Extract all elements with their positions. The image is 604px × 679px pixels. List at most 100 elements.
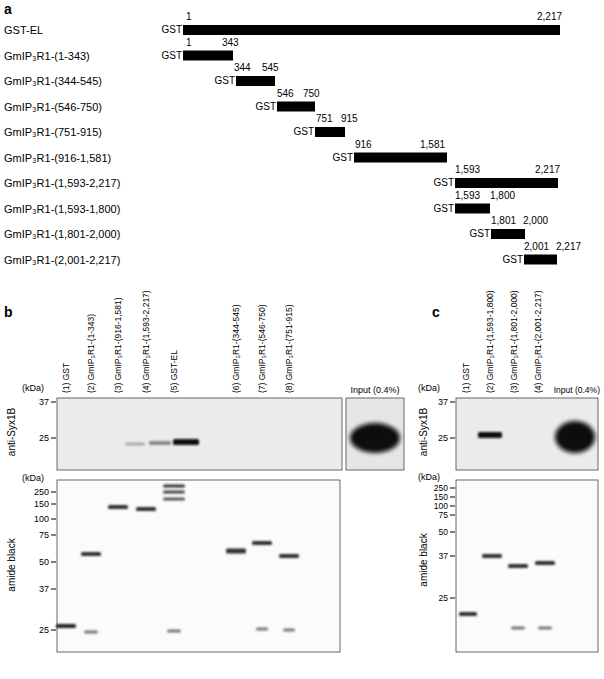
- residue-number: 343: [222, 38, 239, 48]
- residue-number: 1,581: [420, 140, 445, 150]
- lane-label: (1) GST: [462, 363, 471, 393]
- unit-label: (kDa): [22, 474, 44, 483]
- blot-panel: [456, 480, 598, 652]
- tag-label: GST: [161, 51, 182, 61]
- residue-number: 750: [303, 89, 320, 99]
- gel-band: [136, 507, 156, 511]
- marker-size: 37: [439, 552, 448, 561]
- marker-size: 75: [39, 531, 49, 540]
- gel-band: [279, 554, 299, 558]
- marker-size: 37: [438, 398, 448, 407]
- lane-label: (7) GmIP₃R1-(546-750): [258, 305, 267, 394]
- marker-tick: [51, 519, 56, 520]
- gel-band: [538, 627, 552, 630]
- lane-label: (1) GST: [62, 363, 71, 393]
- tag-label: GST: [433, 178, 454, 188]
- gel-band: [535, 561, 555, 565]
- marker-size: 25: [438, 434, 448, 443]
- gel-band: [125, 443, 145, 446]
- construct-name: GmIP₃R1-(546-750): [4, 101, 102, 112]
- residue-number: 2,217: [556, 242, 581, 252]
- axis-label: amide black: [7, 538, 17, 591]
- residue-number: 1,801: [491, 216, 516, 226]
- blot-panel: [57, 480, 340, 652]
- input-band: [555, 421, 595, 453]
- marker-size: 25: [39, 626, 49, 635]
- marker-size: 50: [439, 528, 448, 537]
- construct-bar: [354, 153, 447, 163]
- construct-bar: [315, 127, 345, 137]
- residue-number: 344: [234, 63, 251, 73]
- construct-name: GmIP₃R1-(344-545): [4, 76, 102, 87]
- gel-band: [283, 629, 295, 632]
- marker-size: 150: [34, 500, 49, 509]
- marker-size: 25: [439, 594, 448, 603]
- lane-label: (2) GmIP₃R1-(1,593-1,800): [486, 290, 495, 393]
- gel-band: [167, 630, 181, 633]
- lane-label: Input (0.4%): [554, 386, 600, 395]
- axis-label: anti-Syx1B: [7, 408, 17, 456]
- marker-size: 50: [39, 558, 49, 567]
- residue-number: 1: [186, 38, 192, 48]
- marker-size: 250: [434, 484, 448, 493]
- lane-label: (5) GST-EL: [170, 350, 179, 393]
- gel-band: [108, 505, 128, 509]
- residue-number: 751: [316, 114, 333, 124]
- gel-band: [149, 441, 171, 445]
- gel-band: [459, 612, 477, 616]
- axis-label: amide black: [419, 533, 429, 586]
- lane-label: (4) GmIP₃R1-(2,001-2,217): [534, 290, 543, 393]
- input-signals: [350, 421, 595, 453]
- tag-label: GST: [293, 127, 314, 137]
- construct-name: GmIP₃R1-(1,593-1,800): [4, 203, 120, 214]
- residue-number: 916: [355, 140, 372, 150]
- panel-letter: a: [4, 2, 12, 16]
- construct-bar: [455, 178, 558, 188]
- lane-label: (4) GmIP₃R1-(1,593-2,217): [142, 290, 151, 393]
- construct-bar: [236, 76, 275, 86]
- lane-label: (3) GmIP₃R1-(1,801-2,000): [510, 290, 519, 393]
- marker-size: 25: [39, 434, 49, 443]
- unit-label: (kDa): [22, 384, 44, 393]
- tag-label: GST: [161, 25, 182, 35]
- gel-band: [163, 498, 185, 501]
- gel-band: [163, 485, 185, 488]
- unit-label: (kDa): [418, 384, 440, 393]
- gel-band: [508, 564, 528, 568]
- gel-band: [482, 554, 502, 558]
- gel-band: [252, 541, 272, 545]
- axis-label: anti-Syx1B: [419, 408, 429, 456]
- blot-panel: [346, 398, 404, 470]
- marker-tick: [450, 506, 455, 507]
- lane-label: (3) GmIP₃R1-(916-1,581): [114, 297, 123, 393]
- marker-tick: [450, 515, 455, 516]
- marker-tick: [450, 532, 455, 533]
- construct-bar: [183, 51, 233, 61]
- lane-label: (2) GmIP₃R1-(1-343): [87, 314, 96, 393]
- residue-number: 1,593: [455, 165, 480, 175]
- residue-number: 2,000: [523, 216, 548, 226]
- tag-label: GST: [255, 102, 276, 112]
- residue-number: 2,001: [524, 242, 549, 252]
- lane-label: (6) GmIP₃R1-(344-545): [232, 305, 241, 394]
- panel-letter: b: [4, 305, 13, 319]
- lane-label: Input (0.4%): [350, 386, 399, 395]
- marker-size: 150: [434, 493, 448, 502]
- gel-band: [84, 631, 98, 634]
- marker-tick: [450, 598, 455, 599]
- construct-name: GmIP₃R1-(751-915): [4, 127, 102, 138]
- construct-bar: [183, 25, 560, 35]
- tag-label: GST: [502, 255, 523, 265]
- panel-letter: c: [432, 305, 440, 319]
- gel-band: [56, 624, 76, 628]
- residue-number: 915: [341, 114, 358, 124]
- residue-number: 546: [277, 89, 294, 99]
- marker-size: 75: [439, 511, 448, 520]
- construct-bars: [183, 25, 560, 265]
- marker-tick: [450, 402, 455, 403]
- blot-panels: [57, 398, 598, 652]
- marker-tick: [450, 438, 455, 439]
- marker-size: 100: [34, 515, 49, 524]
- unit-label: (kDa): [418, 473, 440, 482]
